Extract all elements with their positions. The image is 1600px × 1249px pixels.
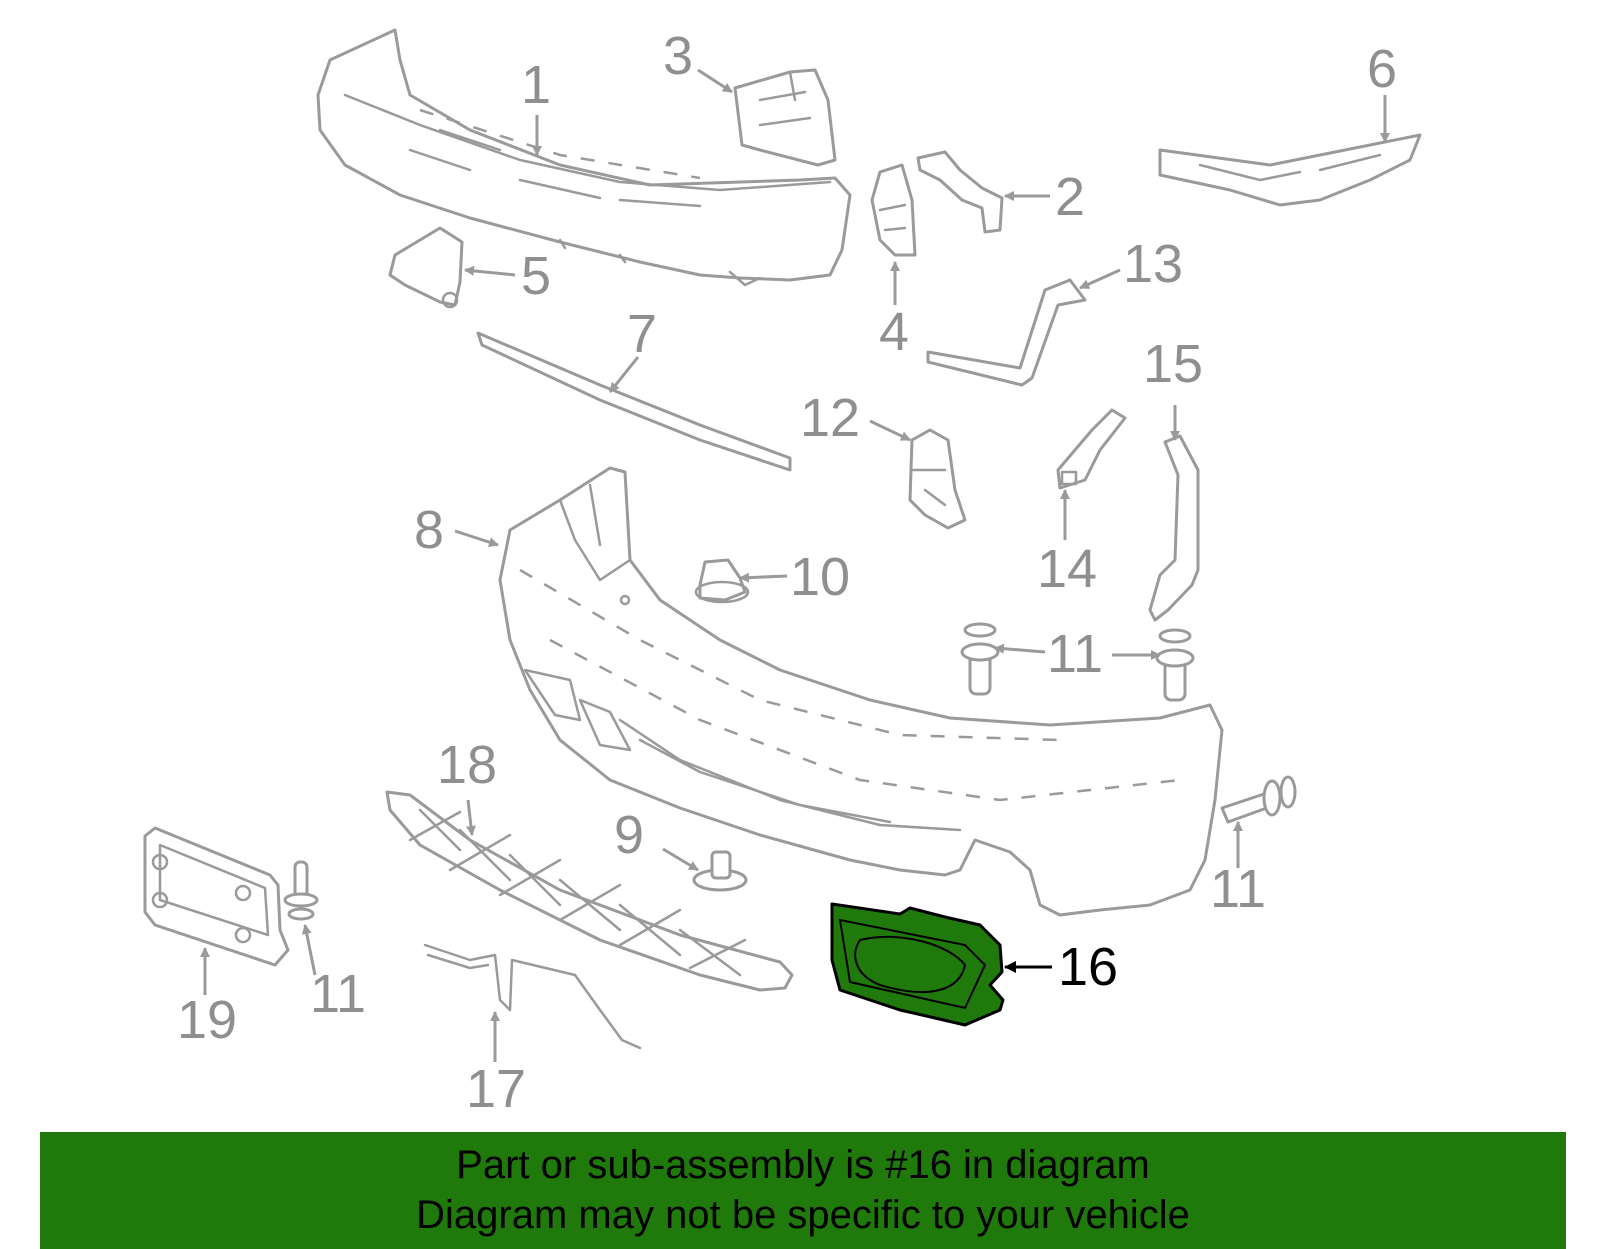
callout-16: 16: [1058, 937, 1118, 997]
banner-line-2: Diagram may not be specific to your vehi…: [416, 1193, 1190, 1237]
callout-7: 7: [627, 304, 657, 364]
callout-11-c: 11: [310, 964, 366, 1024]
callout-11-b: 11: [1210, 859, 1266, 919]
callout-15: 15: [1143, 334, 1203, 394]
callout-12: 12: [800, 388, 860, 448]
part-11-pushpin-c: [1220, 775, 1297, 824]
part-16-fog-lamp-bezel: [830, 902, 1005, 1027]
part-6-reinforcement: [1158, 133, 1422, 207]
part-8-bumper-cover: [498, 466, 1224, 917]
part-13-brace: [926, 278, 1087, 387]
callout-13: 13: [1123, 234, 1183, 294]
callout-2: 2: [1055, 167, 1085, 227]
callout-4: 4: [879, 302, 909, 362]
part-2-bracket: [916, 150, 1004, 234]
part-7-trim-strip: [476, 331, 792, 472]
callout-1: 1: [521, 55, 551, 115]
part-5-block: [388, 226, 464, 309]
callout-9: 9: [614, 805, 644, 865]
part-18-lower-grille: [385, 790, 794, 992]
leader-lines: [200, 68, 1390, 1062]
part-15-brace: [1148, 434, 1200, 622]
part-17-wire-bracket: [423, 943, 642, 1050]
part-14-bracket: [1056, 408, 1127, 490]
callout-17: 17: [466, 1059, 526, 1119]
callout-6: 6: [1367, 39, 1397, 99]
callout-5: 5: [521, 246, 551, 306]
part-11-pushpin-a: [960, 622, 1000, 696]
part-12-bracket: [908, 428, 967, 530]
callout-11-a: 11: [1047, 624, 1103, 684]
part-4-side-bracket: [870, 163, 917, 257]
callout-8: 8: [414, 500, 444, 560]
part-10-retainer: [694, 558, 750, 604]
part-3-mount-bracket: [733, 68, 837, 167]
part-19-license-bracket: [143, 826, 290, 967]
part-9-nut: [692, 850, 748, 892]
part-11-pushpin-b: [1155, 628, 1195, 702]
part-1-bumper-bar: [316, 28, 852, 287]
callout-18: 18: [437, 735, 497, 795]
part-11-pushpin-d: [283, 860, 319, 921]
info-banner: Part or sub-assembly is #16 in diagram D…: [40, 1132, 1566, 1249]
callout-10: 10: [790, 547, 850, 607]
callout-3: 3: [663, 26, 693, 86]
callout-19: 19: [177, 990, 237, 1050]
callout-14: 14: [1037, 539, 1097, 599]
banner-line-1: Part or sub-assembly is #16 in diagram: [456, 1143, 1150, 1187]
callout-labels: 1 2 3 4 5 6 7 8 9 10 11 11 11 12 13 14 1…: [177, 26, 1397, 1119]
